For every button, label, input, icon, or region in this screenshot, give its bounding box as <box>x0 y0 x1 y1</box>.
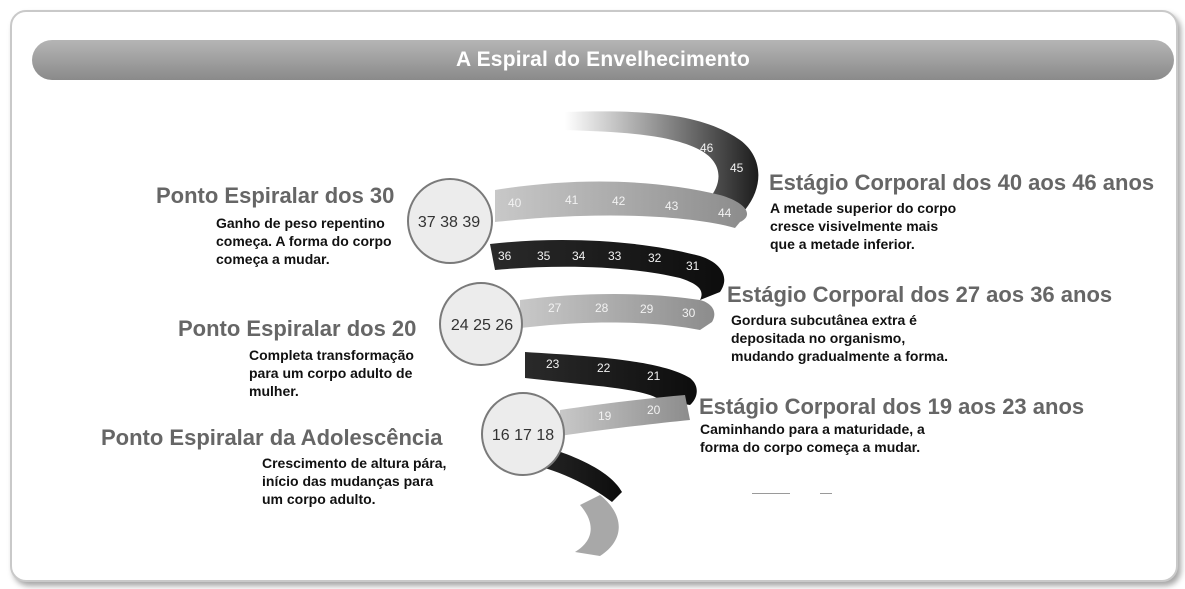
label-27-36-heading: Estágio Corporal dos 27 aos 36 anos <box>727 282 1113 307</box>
age-34: 34 <box>572 249 586 263</box>
age-28: 28 <box>595 301 609 315</box>
age-45: 45 <box>730 161 744 175</box>
spiral-band-40-44 <box>495 181 748 228</box>
circle-adolescence-label: 16 17 18 <box>492 427 554 444</box>
age-40: 40 <box>508 196 522 210</box>
age-30: 30 <box>682 306 696 320</box>
age-36: 36 <box>498 249 512 263</box>
label-19-23-heading: Estágio Corporal dos 19 aos 23 anos <box>699 394 1085 419</box>
age-29: 29 <box>640 302 654 316</box>
age-27: 27 <box>548 301 562 315</box>
circle-20-label: 24 25 26 <box>451 317 513 334</box>
label-30-body: Ganho de peso repentino começa. A forma … <box>216 215 392 267</box>
label-adolescence-body: Crescimento de altura pára, início das m… <box>262 455 447 507</box>
spiral-band-bottom-tail <box>575 495 619 556</box>
age-35: 35 <box>537 249 551 263</box>
label-27-36-body: Gordura subcutânea extra é depositada no… <box>731 312 949 364</box>
age-22: 22 <box>597 361 611 375</box>
age-31: 31 <box>686 259 700 273</box>
age-41: 41 <box>565 193 579 207</box>
spiral-band-31-36 <box>490 240 725 300</box>
label-30-heading: Ponto Espiralar dos 30 <box>156 183 395 208</box>
label-20-body: Completa transformação para um corpo adu… <box>249 347 414 399</box>
spiral-band-19-20 <box>560 395 690 436</box>
circle-30 <box>407 178 493 264</box>
age-43: 43 <box>665 199 679 213</box>
label-40-46-heading: Estágio Corporal dos 40 aos 46 anos <box>769 170 1155 195</box>
page-title: A Espiral do Envelhecimento <box>455 48 751 71</box>
spiral-band-27-30 <box>520 294 715 330</box>
label-40-46-body: A metade superior do corpo cresce visive… <box>770 200 957 252</box>
spiral-band-top-tail <box>565 111 759 210</box>
age-42: 42 <box>612 194 626 208</box>
age-44: 44 <box>718 206 732 220</box>
circle-20 <box>439 282 523 366</box>
age-23: 23 <box>546 357 560 371</box>
circle-30-label: 37 38 39 <box>418 214 480 231</box>
label-20-heading: Ponto Espiralar dos 20 <box>178 316 417 341</box>
label-19-23-body: Caminhando para a maturidade, a forma do… <box>700 421 925 455</box>
age-20: 20 <box>647 403 661 417</box>
age-21: 21 <box>647 369 661 383</box>
label-adolescence-heading: Ponto Espiralar da Adolescência <box>101 425 443 450</box>
age-19: 19 <box>598 409 612 423</box>
spiral-band-21-23 <box>525 352 697 405</box>
age-46: 46 <box>700 141 714 155</box>
bottom-divider <box>752 493 790 494</box>
age-33: 33 <box>608 249 622 263</box>
age-32: 32 <box>648 251 662 265</box>
title-bar: A Espiral do Envelhecimento <box>32 40 1174 80</box>
bottom-divider-short <box>820 493 832 494</box>
circle-adolescence <box>481 392 565 476</box>
